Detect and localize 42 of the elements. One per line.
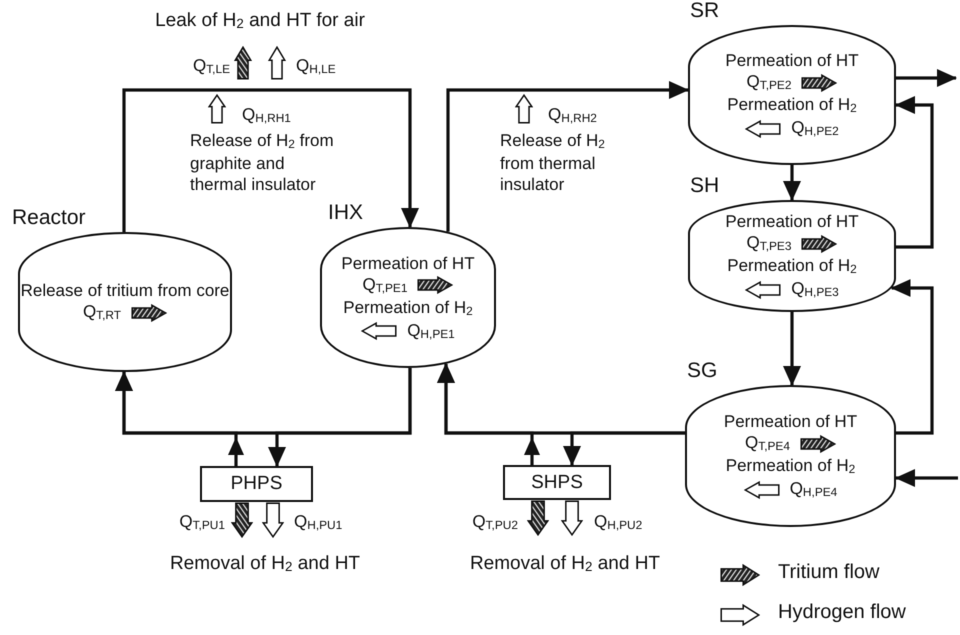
process-text: Permeation of H$_{2}$ — [727, 94, 857, 117]
flow-symbol: Q$_{T,PE3}$ — [746, 232, 792, 255]
process-box — [200, 466, 313, 502]
process-text: Permeation of H$_{2}$ — [343, 296, 473, 320]
node-label: SHPS — [531, 472, 583, 494]
node-heading: SR — [690, 0, 720, 21]
process-text: Release of tritium from core — [20, 280, 230, 301]
flow-symbol: Q$_{H,PE2}$ — [791, 117, 839, 140]
flow-symbol: Q$_{H,LE}$ — [296, 55, 337, 78]
flow-symbol: Q$_{H,RH1}$ — [242, 104, 292, 127]
annotation-text: Release of H$_{2}$ from graphite and thermal insulator — [190, 130, 335, 195]
flow-symbol: Q$_{T,PU1}$ — [178, 511, 225, 534]
node-heading: SH — [690, 175, 720, 196]
flow-symbol: Q$_{T,PE2}$ — [746, 71, 792, 94]
flow-symbol: Q$_{T,RT}$ — [82, 301, 122, 324]
annotation-text: Removal of H$_{2}$ and HT — [468, 553, 662, 575]
node-heading: SG — [687, 360, 718, 381]
process-box — [503, 465, 611, 500]
process-text: Permeation of H$_{2}$ — [726, 455, 856, 478]
node-heading: Reactor — [12, 207, 86, 228]
flow-symbol: Q$_{H,RH2}$ — [548, 104, 598, 127]
annotation-text: Removal of H$_{2}$ and HT — [168, 553, 362, 575]
annotation-text: Leak of H$_{2}$ and HT for air — [154, 10, 366, 32]
flow-symbol: Q$_{T,LE}$ — [192, 55, 230, 78]
process-text: Permeation of HT — [725, 50, 859, 71]
process-text: Permeation of HT — [724, 411, 858, 432]
flow-symbol: Q$_{H,PU1}$ — [294, 511, 344, 534]
flow-symbol: Q$_{T,PU2}$ — [471, 511, 518, 534]
legend-text: Tritium flow — [778, 562, 880, 583]
legend-text: Hydrogen flow — [778, 602, 906, 623]
process-text: Permeation of HT — [725, 211, 859, 232]
process-text: Permeation of H$_{2}$ — [727, 255, 857, 278]
flow-symbol: Q$_{H,PE4}$ — [790, 478, 838, 501]
flow-symbol: Q$_{H,PE1}$ — [407, 320, 455, 342]
flow-symbol: Q$_{T,PE1}$ — [362, 274, 408, 296]
node-label: PHPS — [230, 473, 282, 495]
flow-symbol: Q$_{H,PE3}$ — [791, 278, 839, 301]
node-heading: IHX — [328, 202, 364, 223]
process-text: Permeation of HT — [341, 252, 475, 274]
flow-symbol: Q$_{T,PE4}$ — [745, 432, 790, 455]
annotation-text: Release of H$_{2}$ from thermal insulator — [500, 130, 606, 195]
flow-symbol: Q$_{H,PU2}$ — [594, 511, 644, 534]
